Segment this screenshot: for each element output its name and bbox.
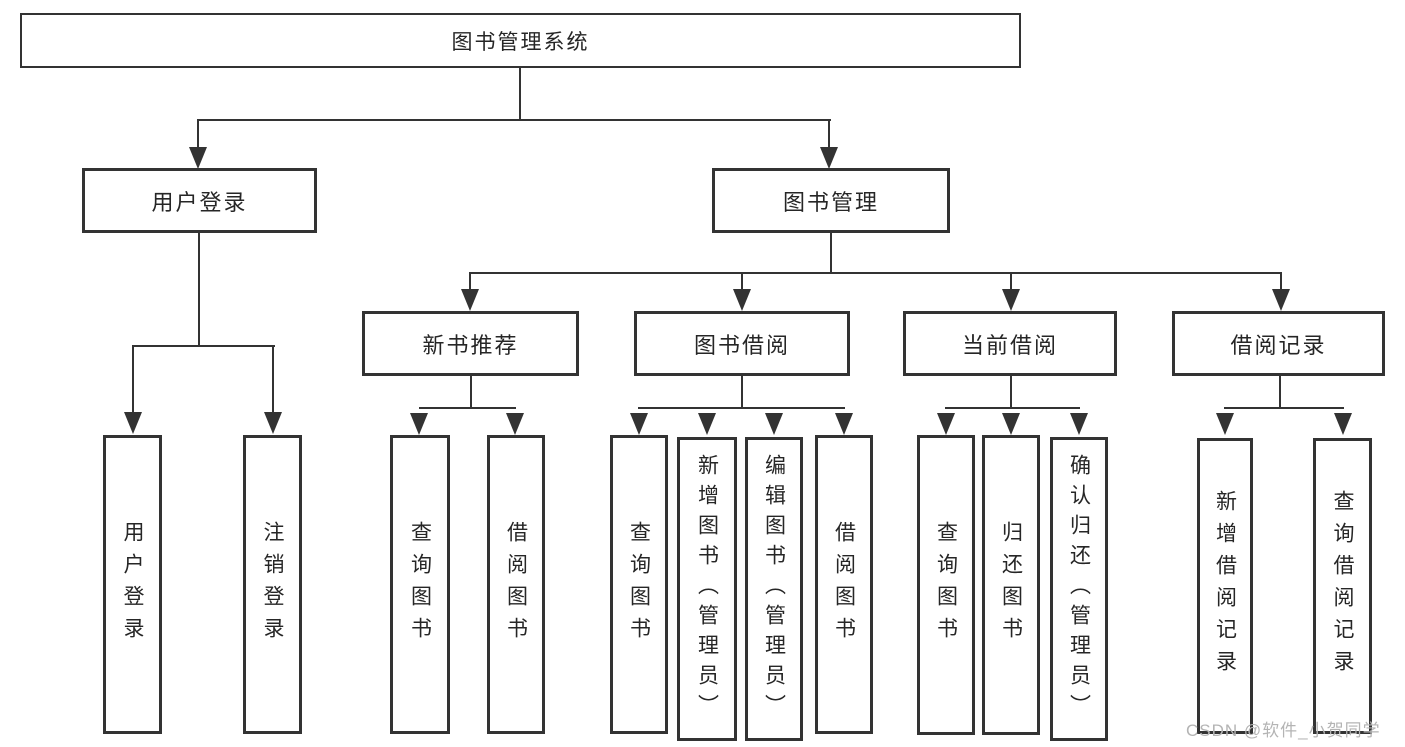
connector xyxy=(519,68,521,121)
connector xyxy=(419,407,516,409)
arrowhead-down-icon xyxy=(1216,413,1234,435)
arrowhead-down-icon xyxy=(733,289,751,311)
arrowhead-down-icon xyxy=(630,413,648,435)
leaf-query-books: 查询图书 xyxy=(610,435,668,734)
node-borrow-records: 借阅记录 xyxy=(1172,311,1385,376)
leaf-borrow-books: 借阅图书 xyxy=(815,435,873,734)
arrowhead-down-icon xyxy=(410,413,428,435)
connector xyxy=(197,119,199,149)
arrowhead-down-icon xyxy=(461,289,479,311)
connector xyxy=(1010,376,1012,409)
connector xyxy=(470,376,472,409)
arrowhead-down-icon xyxy=(1002,289,1020,311)
arrowhead-down-icon xyxy=(835,413,853,435)
arrowhead-down-icon xyxy=(506,413,524,435)
csdn-watermark: CSDN @软件_小贺同学 xyxy=(1186,721,1381,740)
arrowhead-down-icon xyxy=(189,147,207,169)
leaf-query-borrow-record: 查询借阅记录 xyxy=(1313,438,1372,734)
arrowhead-down-icon xyxy=(937,413,955,435)
connector xyxy=(272,345,274,413)
connector xyxy=(1280,272,1282,291)
connector xyxy=(741,272,743,291)
connector xyxy=(469,272,471,291)
connector xyxy=(197,119,831,121)
arrowhead-down-icon xyxy=(1272,289,1290,311)
connector xyxy=(198,233,200,347)
connector xyxy=(1224,407,1344,409)
leaf-return-books: 归还图书 xyxy=(982,435,1040,735)
leaf-user-login: 用户登录 xyxy=(103,435,162,734)
leaf-logout: 注销登录 xyxy=(243,435,302,734)
arrowhead-down-icon xyxy=(820,147,838,169)
node-new-book-recommend: 新书推荐 xyxy=(362,311,579,376)
leaf-add-book-admin: 新增图书（管理员） xyxy=(677,437,737,741)
arrowhead-down-icon xyxy=(264,412,282,434)
arrowhead-down-icon xyxy=(698,413,716,435)
leaf-query-books: 查询图书 xyxy=(390,435,450,734)
leaf-borrow-books: 借阅图书 xyxy=(487,435,545,734)
connector xyxy=(945,407,1080,409)
connector xyxy=(830,233,832,274)
arrowhead-down-icon xyxy=(1334,413,1352,435)
leaf-query-books: 查询图书 xyxy=(917,435,975,735)
connector xyxy=(741,376,743,409)
node-book-management: 图书管理 xyxy=(712,168,950,233)
connector xyxy=(1010,272,1012,291)
node-user-login: 用户登录 xyxy=(82,168,317,233)
connector xyxy=(132,345,275,347)
connector xyxy=(469,272,1282,274)
connector xyxy=(638,407,845,409)
arrowhead-down-icon xyxy=(765,413,783,435)
leaf-add-borrow-record: 新增借阅记录 xyxy=(1197,438,1253,734)
node-book-borrow: 图书借阅 xyxy=(634,311,850,376)
leaf-confirm-return-admin: 确认归还（管理员） xyxy=(1050,437,1108,741)
arrowhead-down-icon xyxy=(1070,413,1088,435)
connector xyxy=(828,119,830,149)
arrowhead-down-icon xyxy=(124,412,142,434)
arrowhead-down-icon xyxy=(1002,413,1020,435)
connector xyxy=(1279,376,1281,409)
node-root: 图书管理系统 xyxy=(20,13,1021,68)
node-current-borrow: 当前借阅 xyxy=(903,311,1117,376)
leaf-edit-book-admin: 编辑图书（管理员） xyxy=(745,437,803,741)
connector xyxy=(132,345,134,413)
